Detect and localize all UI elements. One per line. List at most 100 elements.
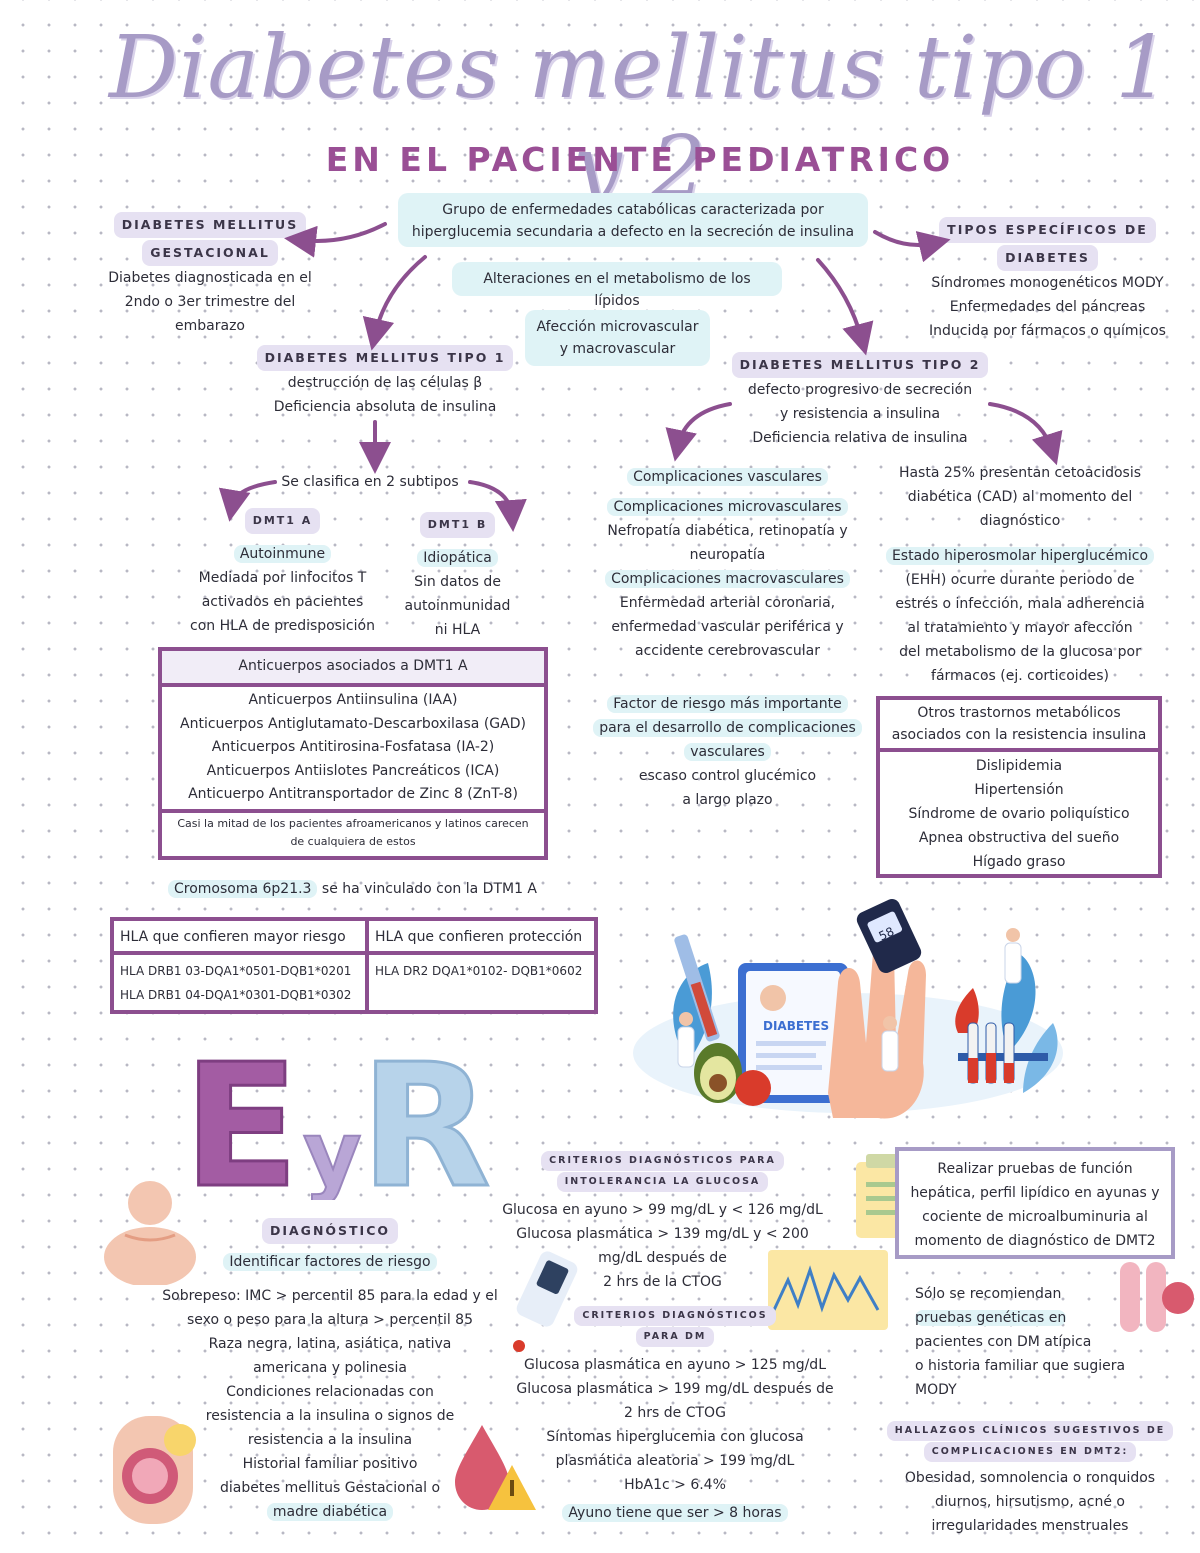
macro-title: Complicaciones macrovasculares (605, 570, 850, 588)
micro-line: neuropatía (689, 547, 766, 563)
arrow-to-dmt1b (468, 480, 527, 532)
dmt1a-label: DMT1 A (244, 508, 321, 534)
glucose-chart-icon (768, 1250, 888, 1330)
risk-line: resistencia a la insulina o signos de (205, 1408, 455, 1424)
child-body-icon (104, 1181, 196, 1285)
tests-line: cociente de microalbuminuria al (922, 1209, 1148, 1225)
dm-criteria-line: Glucosa plasmática > 199 mg/dL después d… (516, 1381, 834, 1397)
dmt1a-line: Mediada por linfocitos T (198, 570, 367, 586)
gestational-text: Diabetes diagnosticada en el (108, 270, 312, 286)
arrow-to-gestational (284, 222, 387, 258)
complications-section: Complicaciones vasculares Complicaciones… (585, 465, 870, 663)
risk-line: Condiciones relacionadas con (226, 1384, 434, 1400)
glucose-intolerance-heading: CRITERIOS DIAGNÓSTICOS PARA (541, 1151, 784, 1171)
meter-value: 58 (877, 924, 897, 943)
ehh-line: fármacos (ej. corticoides) (931, 668, 1109, 684)
dmt1a-title: Autoinmune (233, 545, 332, 563)
risk-factors-title: Identificar factores de riesgo (223, 1253, 437, 1271)
antibody-item: Anticuerpos Antiislotes Pancreáticos (IC… (206, 762, 500, 779)
dmt1b-title: Idiopática (417, 549, 498, 567)
risk-line: americana y polinesia (253, 1360, 407, 1376)
ehh-line: del metabolismo de la glucosa por (899, 644, 1141, 660)
specific-type-item: Enfermedades del páncreas (949, 299, 1146, 315)
dmt1a-line: con HLA de predisposición (190, 618, 375, 634)
dm2-heading: DIABETES MELLITUS TIPO 2 (731, 352, 989, 378)
antibody-item: Anticuerpos Antiglutamato-Descarboxilasa… (180, 715, 526, 732)
antibody-item: Anticuerpos Antitirosina-Fosfatasa (IA-2… (211, 739, 495, 755)
arrow-to-complications (665, 402, 732, 462)
metabolic-header: Otros trastornos metabólicos asociados c… (880, 700, 1158, 752)
antibodies-note-line: de cualquiera de estos (290, 834, 416, 848)
risk-factor-title: Factor de riesgo más importante (607, 695, 848, 713)
illustration-label: DIABETES (763, 1019, 829, 1033)
risk-line: Raza negra, latina, asiática, nativa (208, 1336, 452, 1352)
risk-factor-line: a largo plazo (682, 792, 773, 808)
hla-protect-column: HLA que confieren protección HLA DR2 DQA… (369, 921, 594, 1010)
lab-tube-icon (1120, 1262, 1194, 1332)
findings-section: HALLAZGOS CLÍNICOS SUGESTIVOS DE COMPLIC… (880, 1420, 1180, 1538)
antibodies-table: Anticuerpos asociados a DMT1 A Anticuerp… (158, 647, 548, 860)
hla-risk-header: HLA que confieren mayor riesgo (114, 921, 365, 955)
risk-factor-title: para el desarrollo de complicaciones (593, 719, 862, 737)
glucose-intolerance-heading: INTOLERANCIA LA GLUCOSA (556, 1172, 769, 1192)
tests-box: Realizar pruebas de función hepática, pe… (895, 1147, 1175, 1259)
chromosome-line: Cromosoma 6p21.3 se ha vinculado con la … (160, 877, 545, 901)
arrow-to-dm2 (816, 258, 874, 356)
cad-section: Hasta 25% presentan cetoacidosis diabéti… (875, 461, 1165, 533)
tests-line: Realizar pruebas de función (937, 1161, 1133, 1177)
arrow-to-cad (988, 402, 1063, 466)
macro-line: enfermedad vascular periférica y (611, 619, 844, 635)
dm-criteria-section: CRITERIOS DIAGNÓSTICOS PARA DM Glucosa p… (505, 1305, 845, 1525)
genetic-line: Sólo se recomiendan (915, 1286, 1062, 1302)
tests-line: momento de diagnóstico de DMT2 (914, 1233, 1156, 1249)
ehh-line: al tratamiento y mayor afección (907, 620, 1133, 636)
dm1-line: Deficiencia absoluta de insulina (273, 399, 497, 415)
genetic-line: pruebas genéticas en (915, 1310, 1067, 1326)
findings-heading: COMPLICACIONES EN DMT2: (923, 1442, 1137, 1462)
eyr-logo: E y R (175, 1025, 505, 1228)
risk-line: madre diabética (266, 1503, 394, 1521)
dm1-line: destrucción de las células β (287, 375, 483, 391)
macro-line: accidente cerebrovascular (634, 643, 820, 659)
dmt1b-line: autoinmunidad (404, 598, 511, 614)
metabolic-list: Dislipidemia Hipertensión Síndrome de ov… (880, 752, 1158, 874)
risk-factor-title: vasculares (684, 743, 771, 761)
chromosome-highlight: Cromosoma 6p21.3 (167, 880, 318, 898)
ehh-section: Estado hiperosmolar hiperglucémico (EHH)… (870, 544, 1170, 688)
hla-protect-row: HLA DR2 DQA1*0102- DQB1*0602 (375, 964, 583, 978)
arrows-layer (218, 222, 1063, 532)
dmt1b-line: Sin datos de (414, 574, 501, 590)
metabolic-item: Hígado graso (972, 854, 1066, 870)
overweight-line: Sobrepeso: IMC > percentil 85 para la ed… (162, 1288, 498, 1304)
antibodies-list: Anticuerpos Antiinsulina (IAA) Anticuerp… (162, 687, 544, 813)
metabolic-header-line: Otros trastornos metabólicos (917, 705, 1121, 721)
dm-criteria-heading: CRITERIOS DIAGNÓSTICOS (574, 1306, 776, 1326)
ehh-title: Estado hiperosmolar hiperglucémico (885, 547, 1155, 565)
dm-criteria-line: 2 hrs de CTOG (624, 1405, 726, 1421)
findings-line: diurnos, hirsutismo, acné o (934, 1494, 1126, 1510)
genetic-line: pacientes con DM atípica (915, 1334, 1092, 1350)
hla-protect-header: HLA que confieren protección (369, 921, 594, 955)
gestational-text: embarazo (175, 318, 245, 334)
macro-line: Enfermedad arterial coronaria, (619, 595, 836, 611)
specific-type-item: Inducida por fármacos o químicos (929, 323, 1166, 339)
genetic-section: Sólo se recomiendan pruebas genéticas en… (915, 1282, 1125, 1402)
diabetes-illustration: DIABETES 58 (628, 893, 1068, 1123)
logo-letter-y: y (303, 1102, 362, 1200)
dmt1a-section: DMT1 A Autoinmune Mediada por linfocitos… (180, 508, 385, 638)
chromosome-rest: se ha vinculado con la DTM1 A (317, 881, 538, 897)
arrow-to-specific (873, 230, 951, 263)
dm-criteria-line: plasmática aleatoria > 199 mg/dL (555, 1453, 795, 1469)
genetic-line: MODY (915, 1382, 957, 1398)
dm-criteria-line: HbA1c > 6.4% (624, 1477, 726, 1493)
antibodies-header: Anticuerpos asociados a DMT1 A (162, 651, 544, 687)
metabolic-item: Apnea obstructiva del sueño (918, 830, 1120, 846)
cad-line: diabética (CAD) al momento del (907, 489, 1133, 505)
risk-line: diabetes mellitus Gestacional o (219, 1480, 441, 1496)
metabolic-table: Otros trastornos metabólicos asociados c… (876, 696, 1162, 878)
glucose-intolerance-line: mg/dL después de (598, 1250, 727, 1266)
definition-line: hiperglucemia secundaria a defecto en la… (411, 224, 855, 240)
specific-types-heading: DIABETES (997, 245, 1098, 271)
gestational-heading: DIABETES MELLITUS (113, 212, 307, 238)
hla-risk-row: HLA DRB1 03-DQA1*0501-DQB1*0201 (120, 964, 352, 978)
